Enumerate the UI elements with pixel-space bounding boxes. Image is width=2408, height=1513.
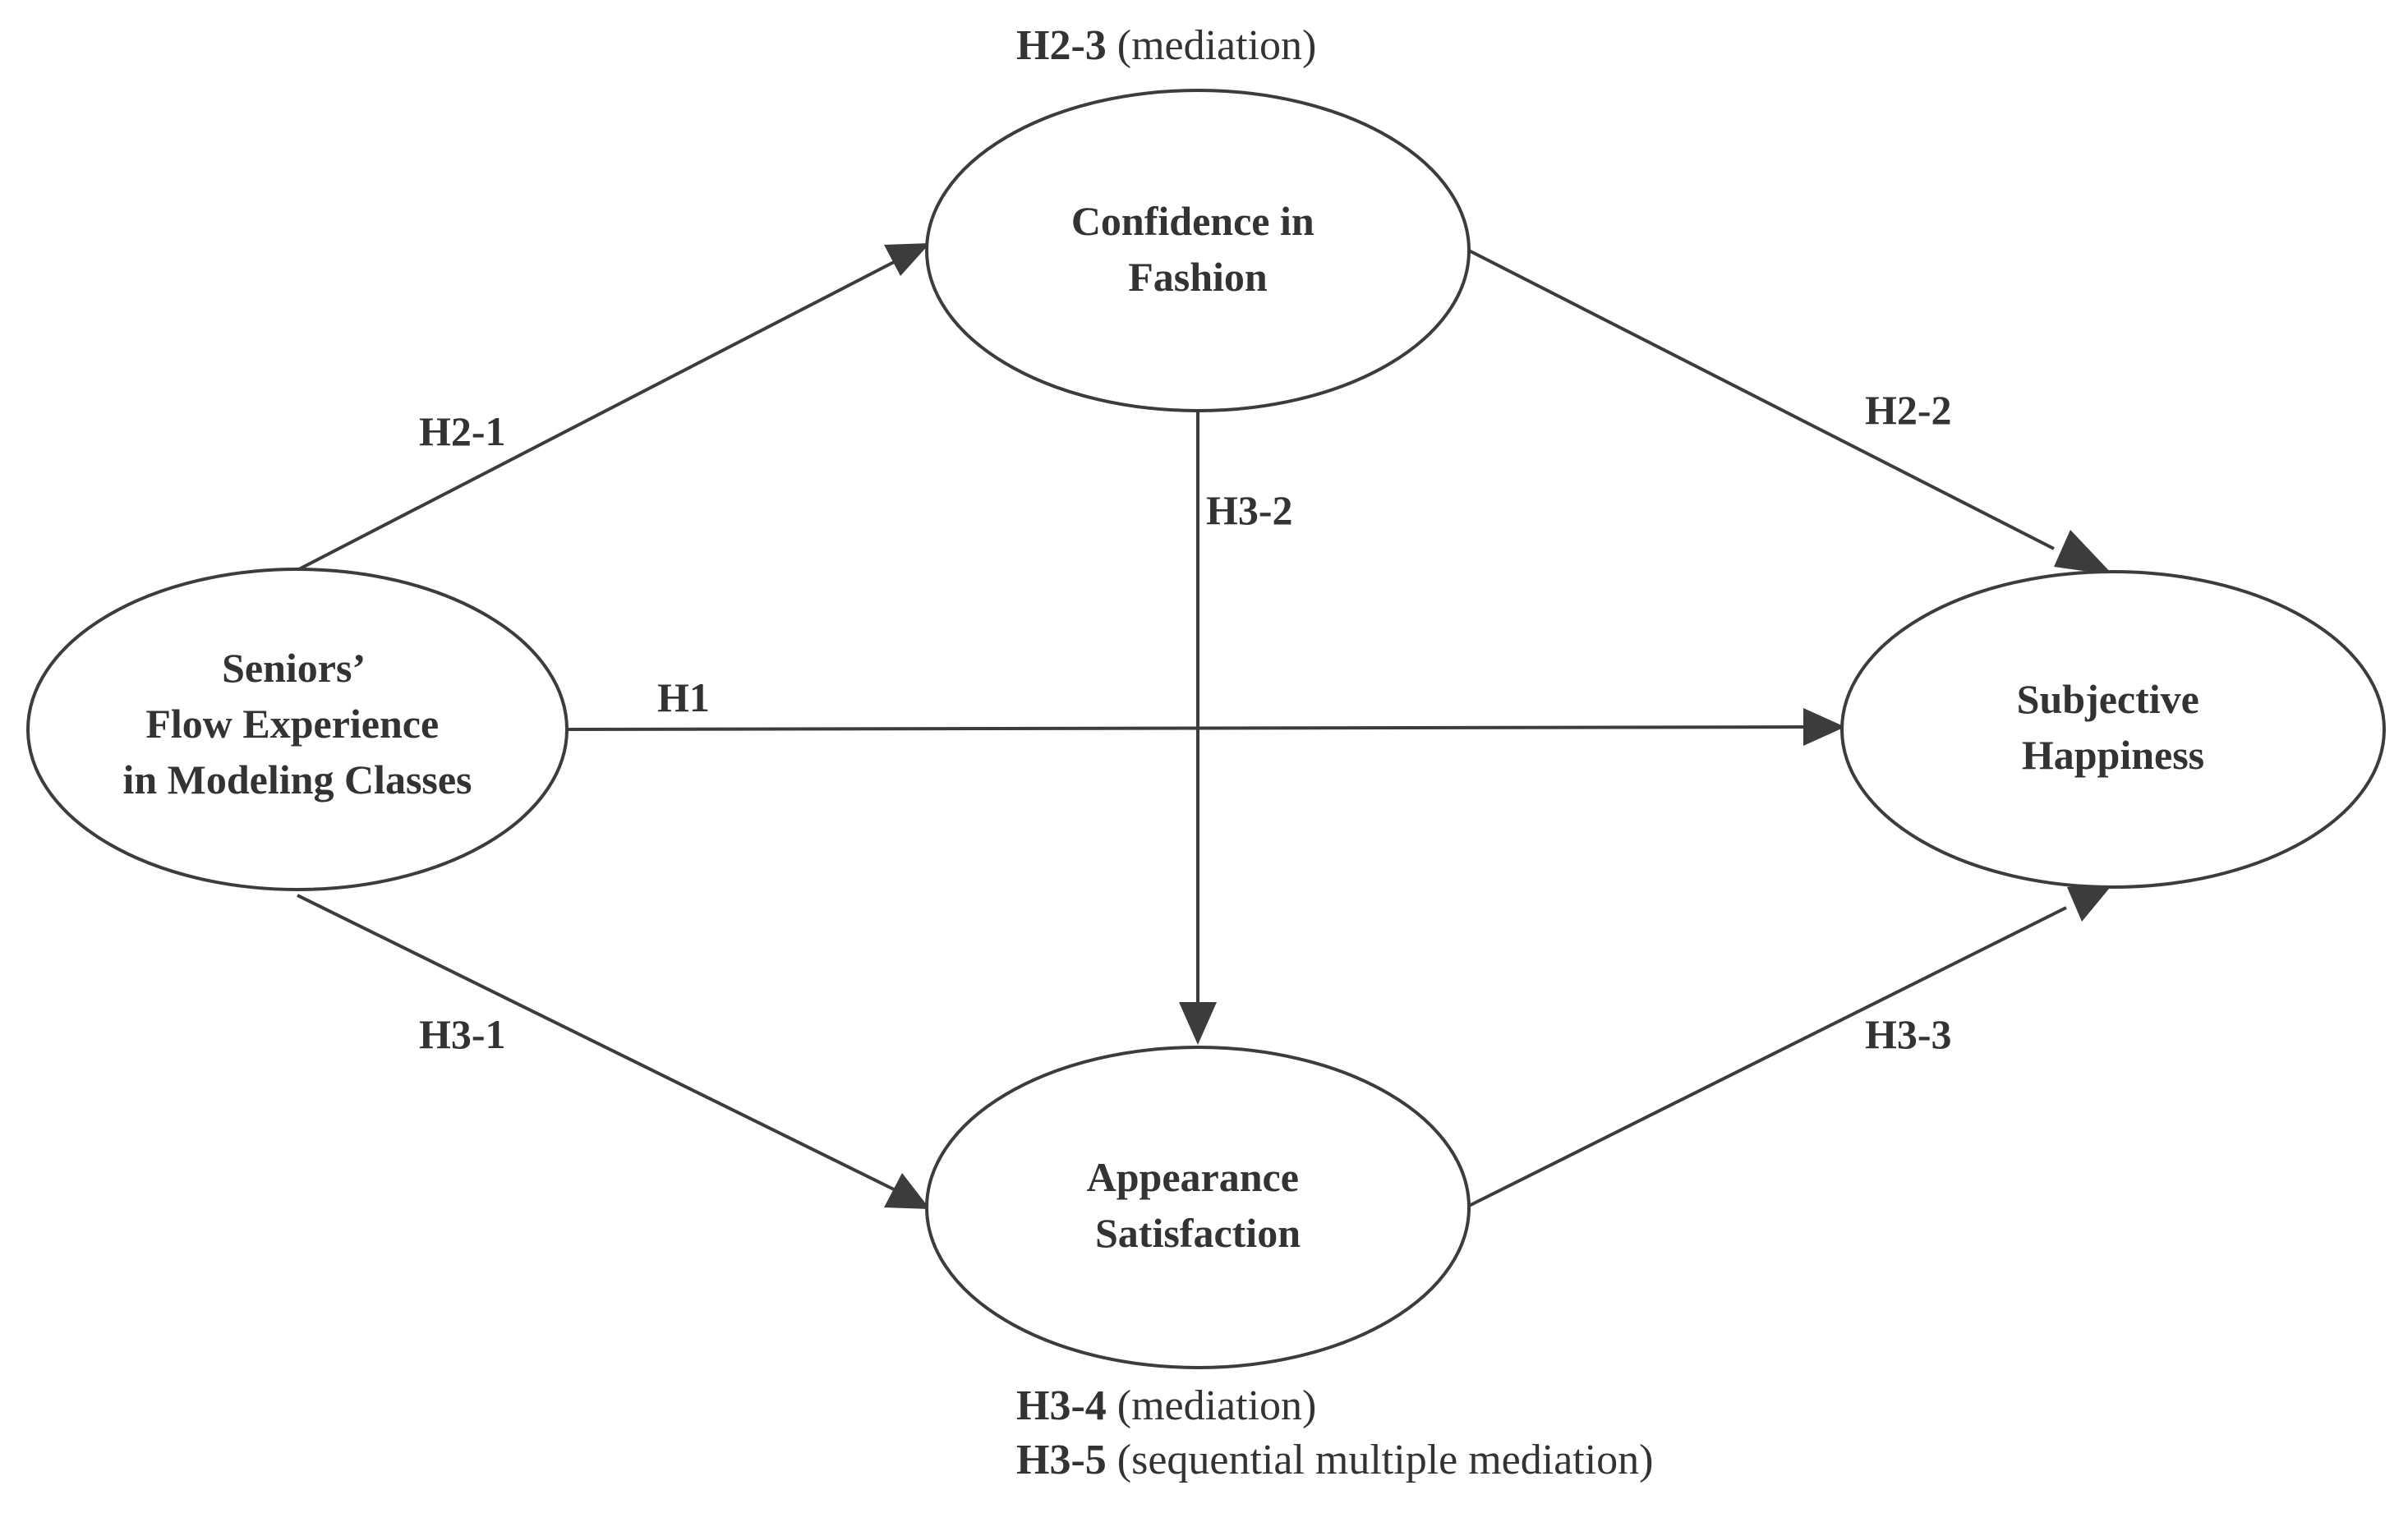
edge-h3-2-label: H3-2 bbox=[1206, 487, 1293, 533]
node-happiness-label: Subjective Happiness bbox=[2017, 676, 2210, 778]
note-h3-4-desc: (mediation) bbox=[1107, 1382, 1317, 1429]
edge-h2-1-label: H2-1 bbox=[419, 408, 506, 454]
node-flow-line-1: Seniors’ bbox=[222, 645, 363, 691]
node-flow-experience: Seniors’ Flow Experience in Modeling Cla… bbox=[26, 568, 569, 891]
node-subjective-happiness: Subjective Happiness bbox=[1840, 570, 2386, 889]
note-h3-4: H3-4 (mediation) bbox=[963, 1382, 1348, 1429]
node-appearance-label: Appearance Satisfaction bbox=[1087, 1154, 1310, 1256]
edge-h2-2-arrowhead bbox=[2054, 530, 2113, 575]
node-confidence-line-2: Fashion bbox=[1128, 254, 1268, 300]
note-h3-5-code: H3-5 bbox=[1016, 1437, 1107, 1483]
note-h3-5-desc: (sequential multiple mediation) bbox=[1107, 1437, 1654, 1483]
edge-h3-3-label: H3-3 bbox=[1865, 1011, 1952, 1057]
note-h3-5: H3-5 (sequential multiple mediation) bbox=[963, 1437, 1685, 1483]
note-h2-3: H2-3 (mediation) bbox=[963, 22, 1348, 69]
node-confidence-label: Confidence in Fashion bbox=[1071, 198, 1324, 300]
node-appearance-line-1: Appearance bbox=[1087, 1154, 1299, 1200]
edge-h1-label: H1 bbox=[657, 674, 710, 720]
edge-h2-2-line bbox=[1468, 249, 2055, 550]
note-h2-3-code: H2-3 bbox=[1016, 22, 1107, 69]
node-appearance-satisfaction: Appearance Satisfaction bbox=[925, 1046, 1471, 1369]
node-flow-line-2: Flow Experience bbox=[145, 701, 439, 747]
edge-h2-1-line bbox=[295, 260, 896, 573]
edge-h3-1-arrowhead bbox=[884, 1173, 930, 1209]
edge-h2-2-label: H2-2 bbox=[1865, 387, 1952, 433]
node-flow-line-3: in Modeling Classes bbox=[122, 756, 472, 802]
edge-h2-1-arrowhead bbox=[884, 243, 930, 276]
edge-h3-1-line bbox=[297, 894, 898, 1193]
node-appearance-line-2: Satisfaction bbox=[1095, 1210, 1301, 1256]
edge-h3-3-line bbox=[1468, 906, 2067, 1207]
note-h3-4-code: H3-4 bbox=[1016, 1382, 1107, 1429]
node-happiness-line-1: Subjective bbox=[2017, 676, 2199, 722]
node-flow-experience-label: Seniors’ Flow Experience in Modeling Cla… bbox=[122, 645, 472, 802]
edge-h1-arrowhead bbox=[1803, 708, 1845, 746]
node-happiness-line-2: Happiness bbox=[2022, 732, 2204, 778]
edge-h1-line bbox=[566, 725, 1804, 731]
node-confidence-line-1: Confidence in bbox=[1071, 198, 1315, 244]
note-h2-3-desc: (mediation) bbox=[1107, 22, 1317, 69]
edge-h3-2-arrowhead bbox=[1179, 1002, 1217, 1045]
edge-h3-3-arrowhead bbox=[2067, 884, 2113, 922]
node-confidence-in-fashion: Confidence in Fashion bbox=[925, 89, 1471, 412]
edge-h3-1-label: H3-1 bbox=[419, 1011, 506, 1057]
